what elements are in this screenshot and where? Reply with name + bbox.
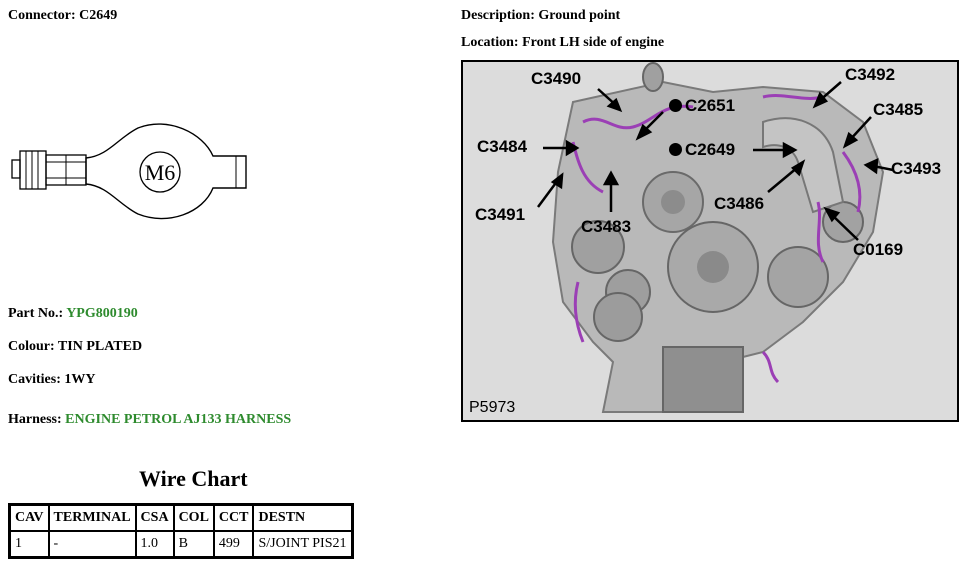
part-no-value: YPG800190: [66, 306, 138, 321]
connector-field: Connector: C2649: [8, 8, 117, 24]
table-header-row: CAV TERMINAL CSA COL CCT DESTN: [8, 503, 354, 532]
location-field: Location: Front LH side of engine: [461, 35, 664, 51]
column-header-csa: CSA: [134, 503, 175, 532]
ground-point-dot-icon: [669, 143, 682, 156]
column-header-destn: DESTN: [252, 503, 354, 532]
part-no-label: Part No.:: [8, 306, 64, 321]
colour-value: TIN PLATED: [57, 339, 143, 354]
harness-field: Harness: ENGINE PETROL AJ133 HARNESS: [8, 412, 291, 428]
callout-c2651-group: C2651: [669, 96, 735, 116]
column-header-cav: CAV: [8, 503, 50, 532]
callout-c3490: C3490: [531, 69, 582, 88]
engine-illustration: [536, 62, 894, 413]
engine-location-figure: C3490 C3492 C2651 C3485 C3484 C2649 C349…: [461, 60, 959, 422]
cavities-field: Cavities: 1WY: [8, 372, 96, 388]
cell-csa: 1.0: [134, 530, 175, 559]
callout-c3484: C3484: [477, 137, 528, 156]
description-label: Description:: [461, 8, 535, 23]
callout-c0169: C0169: [853, 240, 904, 259]
cell-cct: 499: [212, 530, 255, 559]
description-value: Ground point: [538, 8, 621, 23]
harness-value: ENGINE PETROL AJ133 HARNESS: [65, 412, 292, 427]
table-row: 1 - 1.0 B 499 S/JOINT PIS21: [8, 530, 354, 559]
ring-terminal-drawing: M6: [11, 123, 247, 220]
cell-terminal: -: [47, 530, 137, 559]
colour-field: Colour: TIN PLATED: [8, 339, 142, 355]
ground-point-dot-icon: [669, 99, 682, 112]
connector-label: Connector:: [8, 8, 76, 23]
column-header-cct: CCT: [212, 503, 255, 532]
callout-c2651: C2651: [685, 96, 736, 115]
callout-c3485: C3485: [873, 100, 924, 119]
location-label: Location:: [461, 35, 519, 50]
part-no-field: Part No.: YPG800190: [8, 306, 138, 322]
location-value: Front LH side of engine: [522, 35, 665, 50]
connector-value: C2649: [79, 8, 118, 23]
callout-c2649-group: C2649: [669, 140, 735, 160]
callout-c3493: C3493: [891, 159, 942, 178]
wire-chart-title: Wire Chart: [139, 466, 248, 491]
cell-destn: S/JOINT PIS21: [252, 530, 354, 559]
column-header-col: COL: [172, 503, 215, 532]
description-field: Description: Ground point: [461, 8, 620, 24]
stud-size-label: M6: [145, 160, 176, 185]
cell-cav: 1: [8, 530, 50, 559]
callout-c2649: C2649: [685, 140, 736, 159]
callout-c3491: C3491: [475, 205, 526, 224]
wire-chart-table: CAV TERMINAL CSA COL CCT DESTN 1 - 1.0 B…: [8, 503, 354, 559]
harness-label: Harness:: [8, 412, 62, 427]
cell-col: B: [172, 530, 215, 559]
colour-label: Colour:: [8, 339, 55, 354]
cavities-label: Cavities:: [8, 372, 61, 387]
cavities-value: 1WY: [64, 372, 96, 387]
column-header-terminal: TERMINAL: [47, 503, 137, 532]
figure-code: P5973: [469, 399, 516, 416]
callout-c3483: C3483: [581, 217, 632, 236]
callout-c3486: C3486: [714, 194, 765, 213]
callout-c3492: C3492: [845, 65, 896, 84]
